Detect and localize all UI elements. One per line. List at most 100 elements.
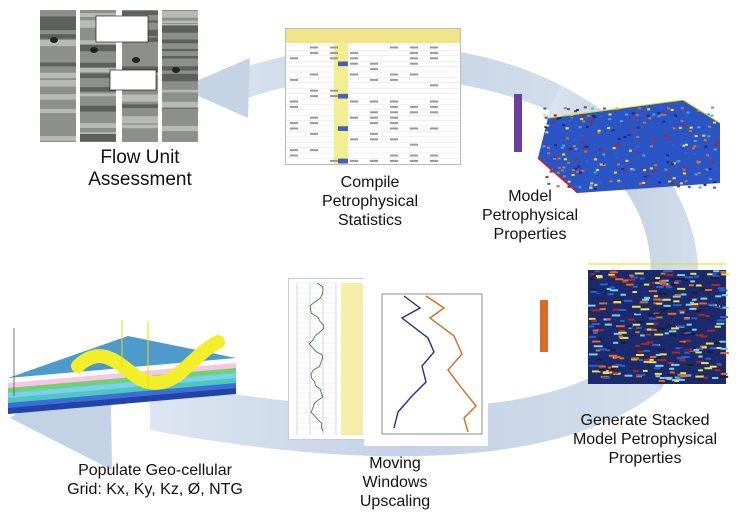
stack-cell [641,342,650,345]
cube-cell [665,154,669,157]
table-cell-text [430,84,438,87]
table-cell-text [390,78,398,81]
cube-cell [581,114,585,117]
stack-cell [637,350,644,353]
stack-cell [643,360,652,363]
cube-cell [707,113,711,116]
cube-cell [672,162,676,165]
table-cell-text [430,111,438,114]
core-band [162,20,198,24]
table-cell-text [330,51,338,54]
cube-cell [557,157,561,160]
stack-cell [720,316,729,319]
stack-cell [613,341,619,344]
stack-cell [636,375,643,378]
stack-cell [601,308,606,311]
stack-cell [644,308,650,311]
cube-cell [685,125,689,128]
cube-cell [693,145,697,148]
cube-cell [698,186,702,189]
stack-cell [655,364,664,367]
stack-cell [631,357,640,360]
stack-cell [657,292,667,295]
table-cell-text [310,132,318,135]
core-band [80,44,116,52]
stack-cell [676,375,685,378]
cube-cell [547,146,551,149]
stack-cell [615,325,625,328]
stack-cell [720,306,729,309]
cube-cell [619,120,623,123]
cube-cell [615,157,619,160]
cube-cell [597,129,601,132]
stack-cell [674,294,682,297]
cube-cell [682,168,686,171]
cube-cell [580,118,584,121]
stack-cell [609,286,616,289]
stack-cell [656,296,661,299]
table-cell-text [310,46,318,49]
stack-cell [695,375,704,378]
cube-cell [708,125,712,128]
cube-cell [638,107,642,110]
cube-cell [632,116,636,119]
stack-cell [618,308,626,311]
core-band [80,67,116,73]
cube-cell [617,143,621,146]
table-cell-text [410,143,418,146]
stack-cell [595,349,601,352]
stack-cell [597,358,603,361]
cube-cell [684,143,688,146]
stack-cell [683,317,690,320]
stack-cell [589,364,598,367]
stack-cell [619,336,629,339]
cube-cell [696,160,700,163]
cube-cell [615,152,619,155]
cube-cell [663,183,667,186]
table-cell-text [390,46,398,49]
stack-cell [632,370,639,373]
stack-cell [639,277,645,280]
stack-cell [716,322,725,325]
stack-cell [666,325,672,328]
stack-cell [712,341,720,344]
stack-cell [611,365,619,368]
stack-cell [609,371,619,374]
cube-cell [617,181,621,184]
table-cell-text [410,51,418,54]
populate-label: Populate Geo-cellular Grid: Kx, Ky, Kz, … [67,462,243,498]
stack-cell [634,313,641,316]
stack-cell [715,283,721,286]
core-band [122,104,158,108]
cube-cell [712,186,716,189]
core-band [80,73,116,79]
cube-cell [693,139,697,142]
cube-cell [642,154,646,157]
core-band [80,62,116,69]
cube-cell [582,120,586,123]
cube-cell [543,107,547,110]
core-band [162,48,198,52]
stack-cell [591,370,601,373]
stack-cell [699,302,708,305]
stack-cell [714,356,723,359]
core-note [95,15,149,43]
stack-cell [600,278,609,281]
stack-cell [693,275,700,278]
cube-cell [692,152,696,155]
stack-cell [618,335,624,338]
stack-cell [644,319,651,322]
cube-colorbar [514,94,522,152]
table-cell-text [430,159,438,162]
cube-cell [636,150,640,153]
stack-cell [659,377,665,380]
table-cell-text [370,132,378,135]
model-label: Model Petrophysical Properties [481,188,579,243]
table-cell-text [350,116,358,119]
stack-cell [676,357,685,360]
stack-cell [714,325,721,328]
stack-cell [686,363,695,366]
core-band [40,80,76,85]
cube-cell [691,147,695,150]
stack-cell [700,335,708,338]
